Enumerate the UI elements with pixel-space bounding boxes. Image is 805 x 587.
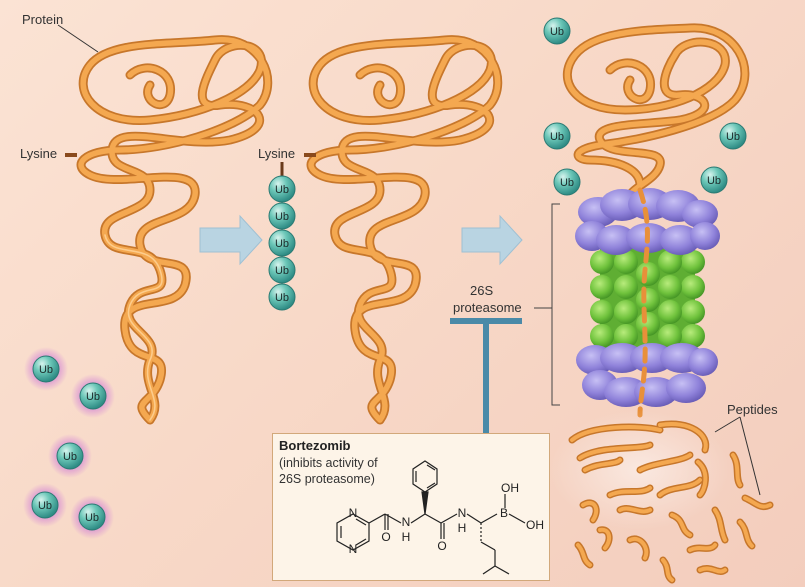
inhibition-bar [450,318,522,434]
atom-oh1: OH [501,481,519,495]
atom-n3: N [402,515,411,529]
free-ub-label: Ub [85,512,99,524]
released-ubiquitin-group: Ub Ub Ub Ub Ub [543,17,747,196]
protein-strand-1 [76,35,273,425]
peptides-pointer-lines [714,416,761,496]
lysine-label-2: Lysine [258,146,296,161]
atom-n1: N [349,506,358,520]
proteasome-label-line2: proteasome [453,300,522,315]
protein-strand-2 [306,35,503,425]
protein-through-proteasome [637,187,650,418]
proteasome-cap-bottom [576,343,718,407]
protein-strand-3 [562,23,750,215]
released-ub-label: Ub [726,131,740,143]
free-ubiquitin-group: Ub Ub Ub Ub Ub [23,347,115,539]
atom-h2: H [458,521,467,535]
ubiquitin-chain: Ub Ub Ub Ub Ub [268,162,296,311]
protein-pointer-line [57,24,99,53]
bortezomib-structure: N N N H O O N H B OH OH [336,460,544,575]
released-ub-label: Ub [550,131,564,143]
bortezomib-box: Bortezomib (inhibits activity of 26S pro… [272,433,550,581]
atom-h1: H [402,530,411,544]
peptide-fragments [550,410,774,584]
atom-o1: O [381,530,390,544]
released-ub-label: Ub [550,26,564,38]
protein-label: Protein [22,12,64,27]
drug-note-line2: 26S proteasome) [279,472,375,486]
free-ub-label: Ub [39,364,53,376]
atom-b: B [500,506,508,520]
lysine-label-1: Lysine [20,146,58,161]
proteasome-cap-top [575,188,720,255]
proteasome-bracket [534,203,560,406]
ub-chain-label: Ub [275,184,289,196]
proteasome [575,187,720,418]
ub-chain-label: Ub [275,265,289,277]
atom-n2: N [349,542,358,556]
drug-name: Bortezomib [279,438,351,453]
atom-n4: N [458,506,467,520]
atom-o2: O [437,539,446,553]
ub-chain-label: Ub [275,211,289,223]
peptides-label: Peptides [727,402,778,417]
released-ub-label: Ub [560,177,574,189]
proteasome-core [590,248,705,348]
step-arrow-2 [461,214,523,266]
free-ub-label: Ub [38,500,52,512]
proteasome-label-line1: 26S [470,283,494,298]
atom-oh2: OH [526,518,544,532]
free-ub-label: Ub [63,451,77,463]
step-arrow-1 [199,214,263,266]
free-ub-label: Ub [86,391,100,403]
ub-chain-label: Ub [275,292,289,304]
lysine-marker-1 [65,153,77,157]
released-ub-label: Ub [707,175,721,187]
drug-note-line1: (inhibits activity of [279,456,378,470]
lysine-marker-2 [304,153,316,157]
ub-chain-label: Ub [275,238,289,250]
